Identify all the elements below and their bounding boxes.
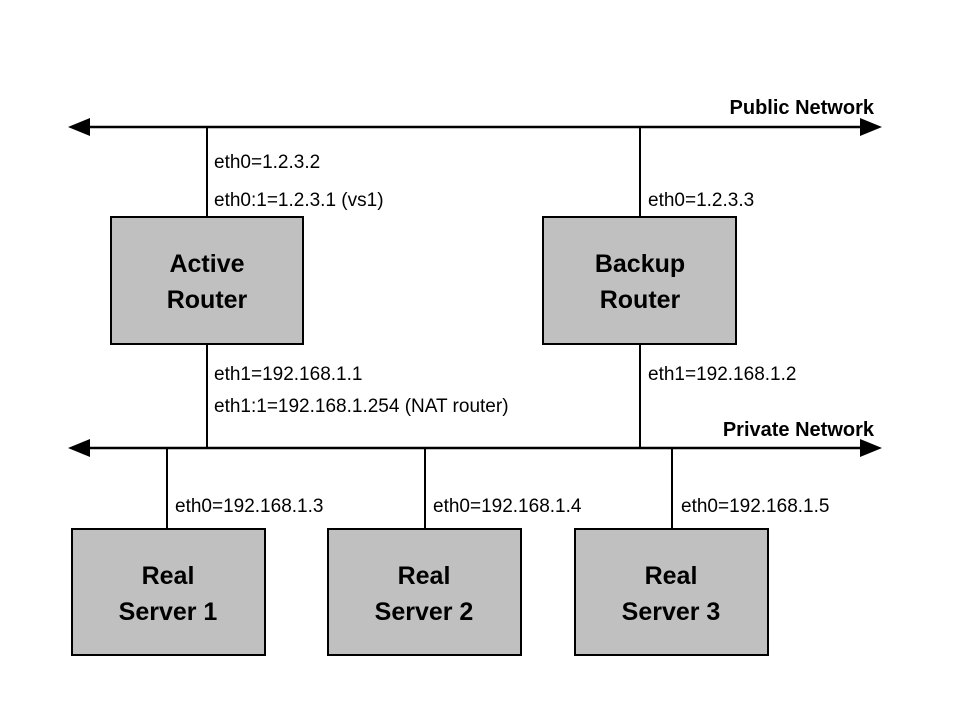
public-network-label: Public Network	[730, 97, 875, 119]
real-server-2-box	[327, 528, 522, 656]
active-router-eth0-label: eth0=1.2.3.2	[214, 152, 320, 173]
active-router-label-line1: Active	[169, 250, 244, 278]
real-server-1-label-line1: Real	[142, 562, 195, 590]
backup-router-label-line2: Router	[600, 286, 681, 314]
real-server-2-node: Real Server 2	[327, 528, 522, 656]
backup-router-eth0-label: eth0=1.2.3.3	[648, 190, 754, 211]
backup-router-node: Backup Router	[542, 216, 737, 345]
private-network-right-arrowhead	[860, 439, 882, 457]
private-network-bus	[68, 439, 882, 457]
active-router-box	[110, 216, 304, 345]
real-server-1-box	[71, 528, 266, 656]
real-server-1-eth0-label: eth0=192.168.1.3	[175, 496, 323, 517]
real-server-2-label-line1: Real	[398, 562, 451, 590]
real-server-3-eth0-label: eth0=192.168.1.5	[681, 496, 829, 517]
real-server-1-label-line2: Server 1	[119, 598, 218, 626]
private-network-label: Private Network	[723, 419, 875, 441]
public-network-right-arrowhead	[860, 118, 882, 136]
real-server-1-node: Real Server 1	[71, 528, 266, 656]
public-network-bus	[68, 118, 882, 136]
real-server-3-box	[574, 528, 769, 656]
backup-router-label-line1: Backup	[595, 250, 685, 278]
backup-router-box	[542, 216, 737, 345]
backup-router-eth1-label: eth1=192.168.1.2	[648, 364, 796, 385]
real-server-3-label-line2: Server 3	[622, 598, 721, 626]
private-network-left-arrowhead	[68, 439, 90, 457]
active-router-node: Active Router	[110, 216, 304, 345]
real-server-3-node: Real Server 3	[574, 528, 769, 656]
active-router-eth0-alias-label: eth0:1=1.2.3.1 (vs1)	[214, 190, 384, 211]
active-router-eth1-alias-label: eth1:1=192.168.1.254 (NAT router)	[214, 396, 509, 417]
active-router-eth1-label: eth1=192.168.1.1	[214, 364, 362, 385]
real-server-2-eth0-label: eth0=192.168.1.4	[433, 496, 582, 517]
real-server-2-label-line2: Server 2	[375, 598, 474, 626]
public-network-left-arrowhead	[68, 118, 90, 136]
real-server-3-label-line1: Real	[645, 562, 698, 590]
active-router-label-line2: Router	[167, 286, 248, 314]
